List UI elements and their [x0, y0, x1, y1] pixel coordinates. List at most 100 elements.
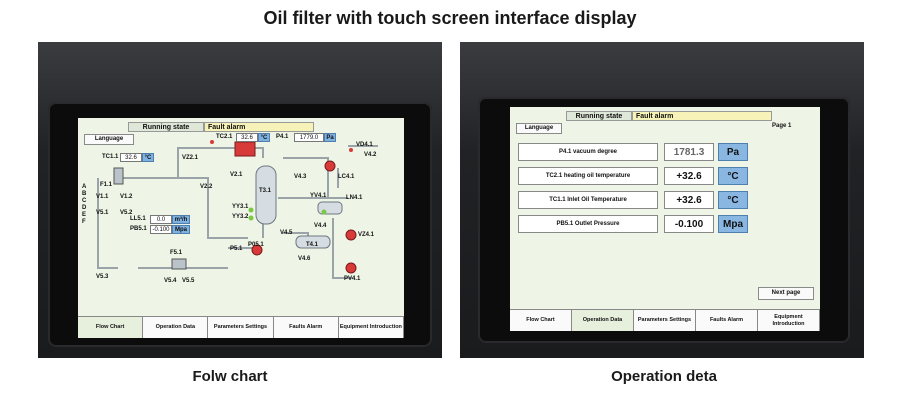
- label-yy31: YY3.1: [232, 204, 249, 210]
- pump-p051: [251, 244, 263, 256]
- bottom-tab-bar: Flow Chart Operation Data Parameters Set…: [510, 309, 820, 331]
- page-title: Oil filter with touch screen interface d…: [263, 8, 637, 28]
- pump-vz41: [345, 229, 357, 241]
- caption-operation-data: Operation deta: [611, 368, 717, 385]
- label-v42: V4.2: [364, 152, 377, 158]
- row-label-inlet-oil: TC1.1 Inlet Oil Temperature: [518, 191, 658, 209]
- row-value-vacuum: 1781.3: [664, 143, 714, 161]
- row-value-outlet-pressure: -0.100: [664, 215, 714, 233]
- caption-flow-chart: Folw chart: [192, 368, 268, 385]
- label-a: A: [82, 184, 87, 190]
- pump-lc41: [324, 160, 336, 172]
- ll51-value: 0.0: [150, 215, 172, 224]
- pb51-unit: Mpa: [172, 225, 190, 234]
- fault-alarm-header[interactable]: Fault alarm: [632, 111, 772, 121]
- label-v11: V1.1: [96, 194, 109, 200]
- tab-parameters-settings[interactable]: Parameters Settings: [634, 310, 696, 331]
- tc11-unit: °C: [142, 153, 154, 162]
- tab-faults-alarm[interactable]: Faults Alarm: [273, 317, 339, 338]
- p41-unit: Pa: [324, 133, 336, 142]
- label-v22: V2.2: [200, 184, 213, 190]
- pb51-value: -0.100: [150, 225, 172, 234]
- label-ln41: LN4.1: [346, 195, 363, 201]
- label-yv41: YV4.1: [310, 193, 327, 199]
- filter-f11: [113, 167, 124, 185]
- fault-alarm-header[interactable]: Fault alarm: [204, 122, 314, 132]
- valve-yy32: [248, 215, 254, 221]
- row-unit-vacuum: Pa: [718, 143, 748, 161]
- p41-value: 1779.0: [294, 133, 324, 142]
- label-v12: V1.2: [120, 194, 133, 200]
- label-v53: V5.3: [96, 274, 109, 280]
- valve-yv41: [321, 209, 327, 215]
- label-v46: V4.6: [298, 256, 311, 262]
- pb51-tag: PB5.1: [130, 226, 147, 232]
- valve-yy31: [248, 207, 254, 213]
- flow-chart-screen: Running state Fault alarm Language: [78, 118, 404, 338]
- ll51-unit: m³/h: [172, 215, 190, 224]
- label-p51: P5.1: [230, 246, 243, 252]
- tc11-tag: TC1.1: [102, 154, 119, 160]
- tab-parameters-settings[interactable]: Parameters Settings: [208, 317, 274, 338]
- label-f51: F5.1: [170, 250, 183, 256]
- language-button[interactable]: Language: [84, 134, 134, 145]
- label-yy32: YY3.2: [232, 214, 249, 220]
- valve-vz21: [210, 140, 214, 144]
- filter-f51: [171, 258, 187, 270]
- row-label-outlet-pressure: PB5.1 Outlet Pressure: [518, 215, 658, 233]
- valve-vd41: [349, 148, 353, 152]
- label-c: C: [82, 198, 87, 204]
- vacuum-tank: [255, 165, 277, 225]
- flow-chart-photo: Running state Fault alarm Language: [38, 42, 442, 358]
- label-f11: F1.1: [100, 182, 113, 188]
- screen-bezel: Running state Fault alarm Language: [48, 102, 432, 347]
- p41-tag: P4.1: [276, 134, 289, 140]
- label-b: B: [82, 191, 87, 197]
- label-v54: V5.4: [164, 278, 177, 284]
- ll51-tag: LL5.1: [130, 216, 146, 222]
- label-t41: T4.1: [306, 242, 319, 248]
- row-unit-outlet-pressure: Mpa: [718, 215, 748, 233]
- tab-equipment-introduction[interactable]: Equipment Introduction: [758, 310, 820, 331]
- pump-pv41: [345, 262, 357, 274]
- operation-data-screen: Running state Fault alarm Language Page …: [510, 107, 820, 331]
- row-label-heating-oil: TC2.1 heating oil temperature: [518, 167, 658, 185]
- label-lc41: LC4.1: [338, 174, 355, 180]
- heater-block: [234, 141, 256, 157]
- tc21-tag: TC2.1: [216, 134, 233, 140]
- row-unit-heating-oil: °C: [718, 167, 748, 185]
- bottom-tab-bar: Flow Chart Operation Data Parameters Set…: [78, 316, 404, 338]
- tab-equipment-introduction[interactable]: Equipment Introduction: [338, 317, 404, 338]
- label-v52: V5.2: [120, 210, 133, 216]
- tab-flow-chart[interactable]: Flow Chart: [510, 310, 572, 331]
- tc11-value: 32.6: [120, 153, 142, 162]
- label-vz41: VZ4.1: [358, 232, 375, 238]
- row-label-vacuum: P4.1 vacuum degree: [518, 143, 658, 161]
- label-v44: V4.4: [314, 223, 327, 229]
- language-button[interactable]: Language: [516, 123, 562, 134]
- label-v51: V5.1: [96, 210, 109, 216]
- tab-operation-data[interactable]: Operation Data: [572, 310, 634, 331]
- label-pv41: PV4.1: [344, 276, 361, 282]
- tc21-unit: °C: [258, 133, 270, 142]
- label-p051: P05.1: [248, 242, 264, 248]
- next-page-button[interactable]: Next page: [758, 287, 814, 300]
- operation-data-photo: Running state Fault alarm Language Page …: [460, 42, 864, 358]
- running-state-header: Running state: [128, 122, 204, 132]
- flow-diagram: [97, 140, 378, 279]
- row-value-inlet-oil: +32.6: [664, 191, 714, 209]
- label-t31: T3.1: [259, 188, 272, 194]
- label-vz21: VZ2.1: [182, 155, 199, 161]
- label-vd41: VD4.1: [356, 142, 373, 148]
- row-unit-inlet-oil: °C: [718, 191, 748, 209]
- tc21-value: 32.6: [236, 133, 258, 142]
- running-state-header: Running state: [566, 111, 632, 121]
- page-indicator: Page 1: [772, 123, 792, 129]
- tab-operation-data[interactable]: Operation Data: [143, 317, 209, 338]
- label-d: D: [82, 205, 87, 211]
- screen-bezel: Running state Fault alarm Language Page …: [478, 97, 850, 343]
- tab-flow-chart[interactable]: Flow Chart: [78, 317, 144, 338]
- tab-faults-alarm[interactable]: Faults Alarm: [696, 310, 758, 331]
- label-v45: V4.5: [280, 230, 293, 236]
- label-v21: V2.1: [230, 172, 243, 178]
